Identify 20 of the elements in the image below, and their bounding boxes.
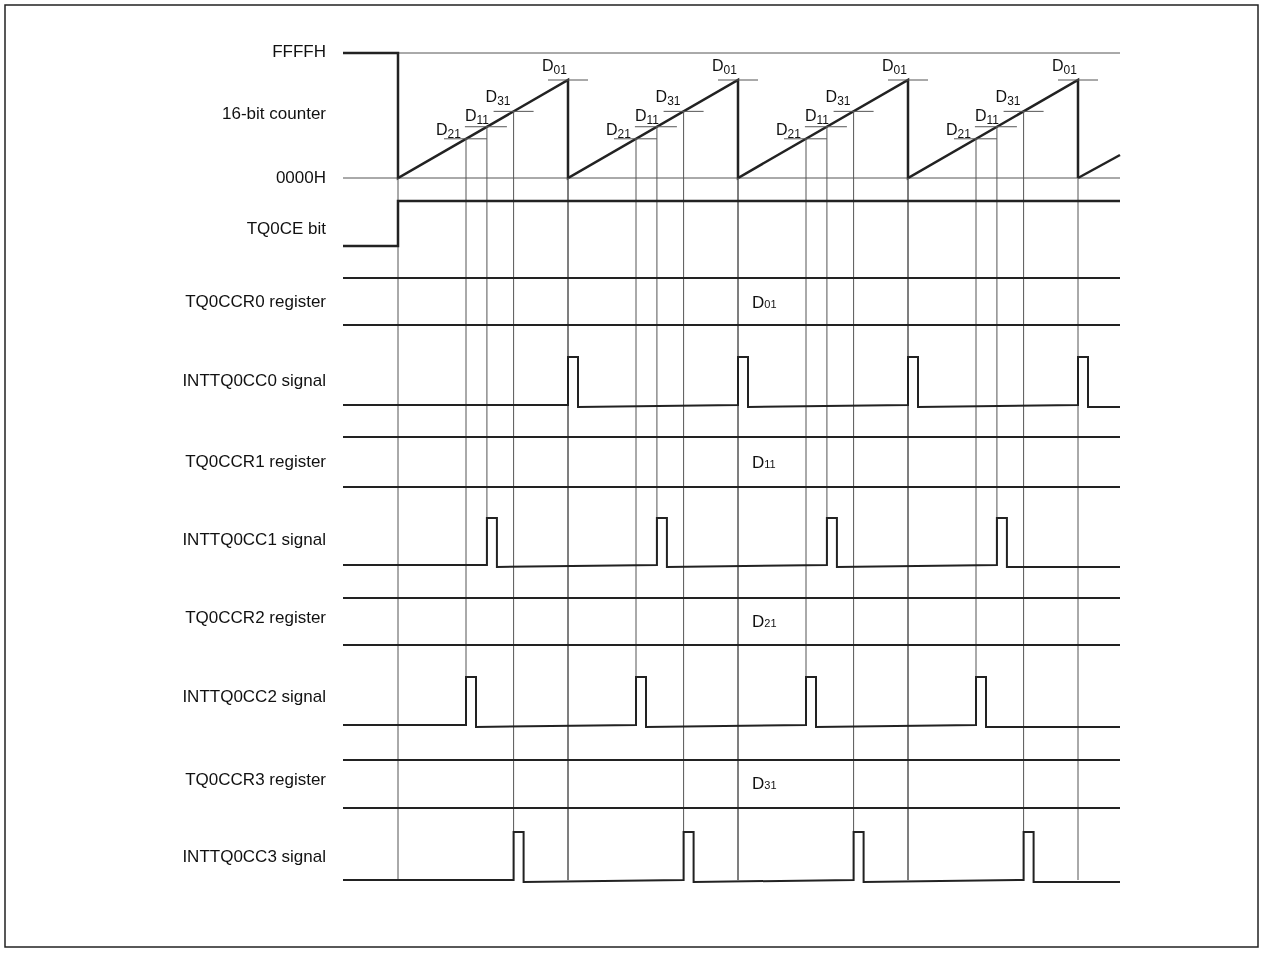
value-label: D$_{01}$ [882, 56, 907, 79]
signal-label: INTTQ0CC3 signal [181, 847, 326, 867]
value-label: D$_{21}$ [436, 119, 461, 143]
signal-label: 16-bit counter [221, 104, 326, 124]
signal-label: INTTQ0CC0 signal [181, 371, 326, 391]
value-label: D$_{01}$ [1052, 56, 1077, 79]
signal-label: TQ0CE bit [245, 219, 326, 239]
signal-label: TQ0CCR0 register [184, 292, 326, 312]
level-label: FFFFH [271, 42, 326, 62]
level-label: 0000H [274, 168, 326, 188]
value-label: D$_{01}$ [542, 56, 567, 79]
signal-label: TQ0CCR2 register [184, 608, 326, 628]
signal-label: TQ0CCR3 register [184, 770, 326, 790]
value-label: D$_{01}$ [712, 56, 737, 79]
signal-label: INTTQ0CC1 signal [181, 530, 326, 550]
signal-label: INTTQ0CC2 signal [181, 687, 326, 707]
value-label: D$_{21}$ [606, 119, 631, 143]
value-label: D$_{21}$ [946, 119, 971, 143]
value-label: D$_{21}$ [776, 119, 801, 143]
signal-label: TQ0CCR1 register [184, 452, 326, 472]
